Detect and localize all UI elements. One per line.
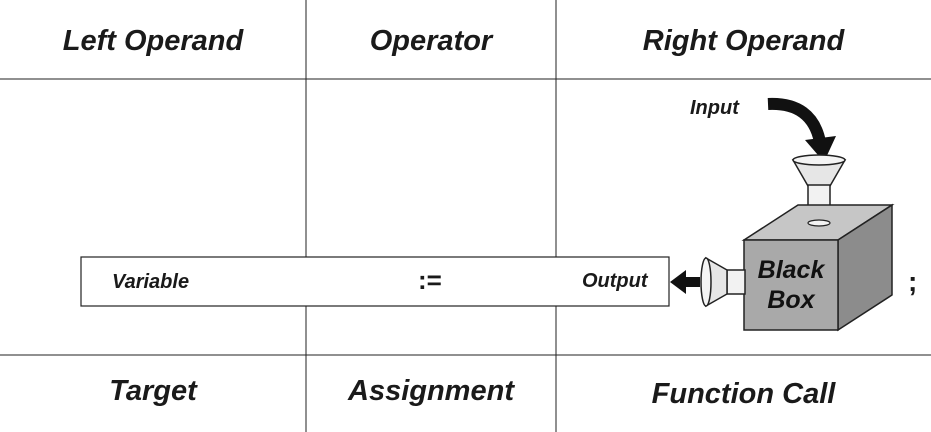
black-box-label-line2: Box [767, 286, 815, 314]
black-box-label-line1: Black [757, 256, 825, 284]
input-funnel-rim [792, 154, 846, 166]
input-arrow-head [805, 136, 836, 162]
input-arrow-shaft [767, 97, 826, 144]
output-funnel-rim [700, 257, 712, 307]
assign-operator-symbol: := [418, 265, 442, 295]
footer-target: Target [109, 375, 197, 407]
output-arrow [670, 270, 700, 294]
header-right-operand: Right Operand [642, 25, 845, 57]
header-operator: Operator [369, 25, 493, 57]
header-left-operand: Left Operand [62, 25, 244, 57]
input-label: Input [690, 97, 739, 119]
output-label: Output [582, 270, 648, 292]
output-pipe [726, 269, 746, 295]
statement-terminator: ; [908, 266, 918, 297]
footer-assignment: Assignment [348, 375, 514, 407]
variable-label: Variable [112, 271, 190, 293]
statement-bar [80, 256, 670, 307]
footer-function-call: Function Call [651, 378, 836, 410]
input-pipe-mouth [807, 219, 831, 227]
